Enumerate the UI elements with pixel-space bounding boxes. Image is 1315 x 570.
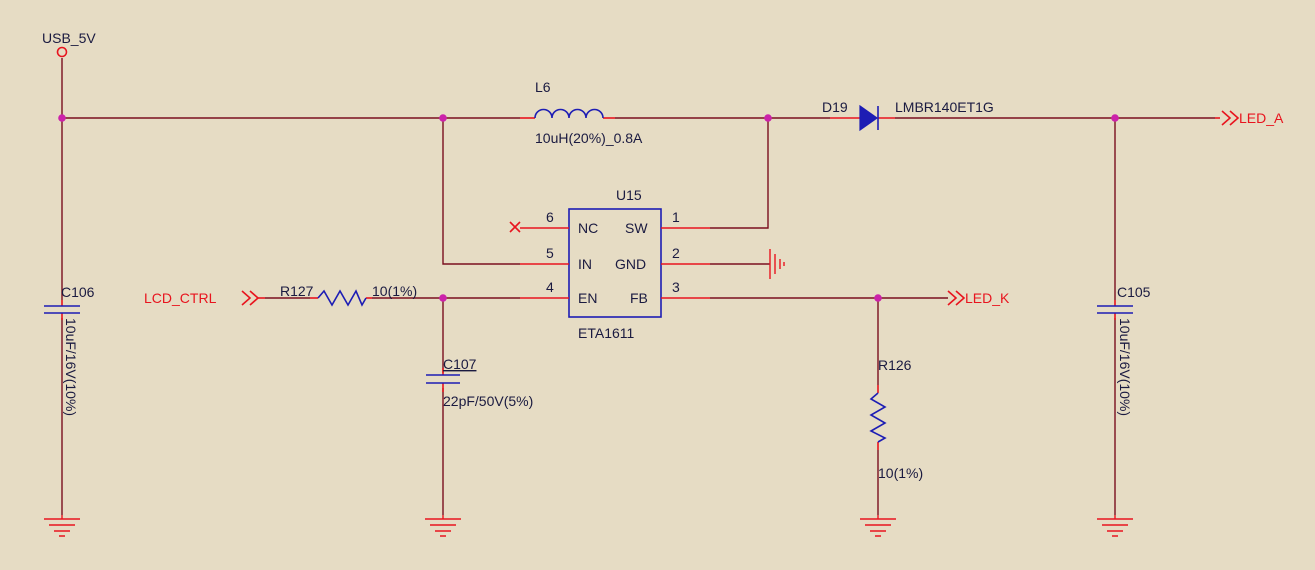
resistor-value: 10(1%): [372, 283, 417, 299]
ic-pin-number: 3: [672, 279, 680, 295]
wires: [61, 58, 1215, 515]
resistor-r126[interactable]: R126 10(1%): [869, 357, 923, 481]
inductor-l6[interactable]: L6 10uH(20%)_0.8A: [520, 79, 643, 146]
ic-body: [568, 208, 662, 318]
diode-value: LMBR140ET1G: [895, 99, 994, 115]
net-label-usb-5v: USB_5V: [42, 30, 96, 46]
net-label-lcd-ctrl: LCD_CTRL: [144, 290, 217, 306]
ic-part: ETA1611: [578, 325, 635, 341]
capacitor-c107[interactable]: C107 22pF/50V(5%): [426, 356, 533, 409]
junctions: [58, 114, 1119, 302]
ic-pin-number: 1: [672, 209, 680, 225]
capacitor-value: 10uF/16V(10%): [1117, 318, 1133, 416]
resistor-icon: [869, 392, 887, 443]
junction-dot: [874, 294, 882, 302]
capacitor-icon: [426, 374, 460, 384]
resistor-ref: R127: [280, 283, 314, 299]
junction-dot: [58, 114, 66, 122]
net-led-a[interactable]: LED_A: [1215, 110, 1284, 126]
port-arrow-icon: [241, 290, 260, 306]
resistor-r127[interactable]: R127 10(1%): [280, 283, 417, 307]
ground-icon: [1097, 515, 1133, 537]
junction-dot: [764, 114, 772, 122]
ic-pin-name: FB: [630, 290, 648, 306]
ground-icon: [425, 515, 461, 537]
capacitor-icon: [44, 305, 80, 314]
capacitor-icon: [1097, 305, 1133, 314]
ic-u15[interactable]: U15 ETA1611 6 5 4 1 2 3 NC IN EN SW GND …: [520, 187, 710, 341]
resistor-value: 10(1%): [878, 465, 923, 481]
junction-dot: [439, 114, 447, 122]
ic-pin-number: 2: [672, 245, 680, 261]
ic-pin-number: 4: [546, 279, 554, 295]
port-arrow-icon: [1221, 110, 1240, 126]
capacitor-value: 22pF/50V(5%): [443, 393, 533, 409]
capacitor-c106[interactable]: C106 10uF/16V(10%): [44, 284, 95, 416]
inductor-value: 10uH(20%)_0.8A: [535, 130, 643, 146]
ic-ref: U15: [616, 187, 642, 203]
diode-d19[interactable]: D19 LMBR140ET1G: [822, 99, 994, 132]
ground-icon: [769, 249, 785, 279]
net-label-led-a: LED_A: [1239, 110, 1284, 126]
resistor-icon: [317, 289, 367, 307]
no-connect-icon: [509, 221, 521, 233]
resistor-ref: R126: [878, 357, 912, 373]
net-lcd-ctrl[interactable]: LCD_CTRL: [144, 290, 265, 306]
capacitor-c105[interactable]: C105 10uF/16V(10%): [1097, 284, 1151, 416]
net-usb-5v[interactable]: USB_5V: [42, 30, 96, 58]
diode-ref: D19: [822, 99, 848, 115]
ground-icon: [44, 515, 80, 537]
junction-dot: [1111, 114, 1119, 122]
junction-dot: [439, 294, 447, 302]
ic-pin-number: 6: [546, 209, 554, 225]
capacitor-ref: C107: [443, 356, 477, 372]
inductor-ref: L6: [535, 79, 551, 95]
net-led-k[interactable]: LED_K: [947, 290, 1010, 306]
capacitor-ref: C106: [61, 284, 95, 300]
ic-pin-name: EN: [578, 290, 597, 306]
ic-pin-name: GND: [615, 256, 646, 272]
inductor-icon: [534, 108, 604, 119]
ic-pin-name: SW: [625, 220, 648, 236]
ground-icon: [860, 515, 896, 537]
net-label-led-k: LED_K: [965, 290, 1010, 306]
diode-icon: [859, 104, 879, 132]
port-arrow-icon: [947, 290, 966, 306]
capacitor-value: 10uF/16V(10%): [63, 318, 79, 416]
ic-pin-number: 5: [546, 245, 554, 261]
ic-pin-name: IN: [578, 256, 592, 272]
capacitor-ref: C105: [1117, 284, 1151, 300]
ic-pin-name: NC: [578, 220, 598, 236]
power-port-icon: [56, 46, 68, 58]
